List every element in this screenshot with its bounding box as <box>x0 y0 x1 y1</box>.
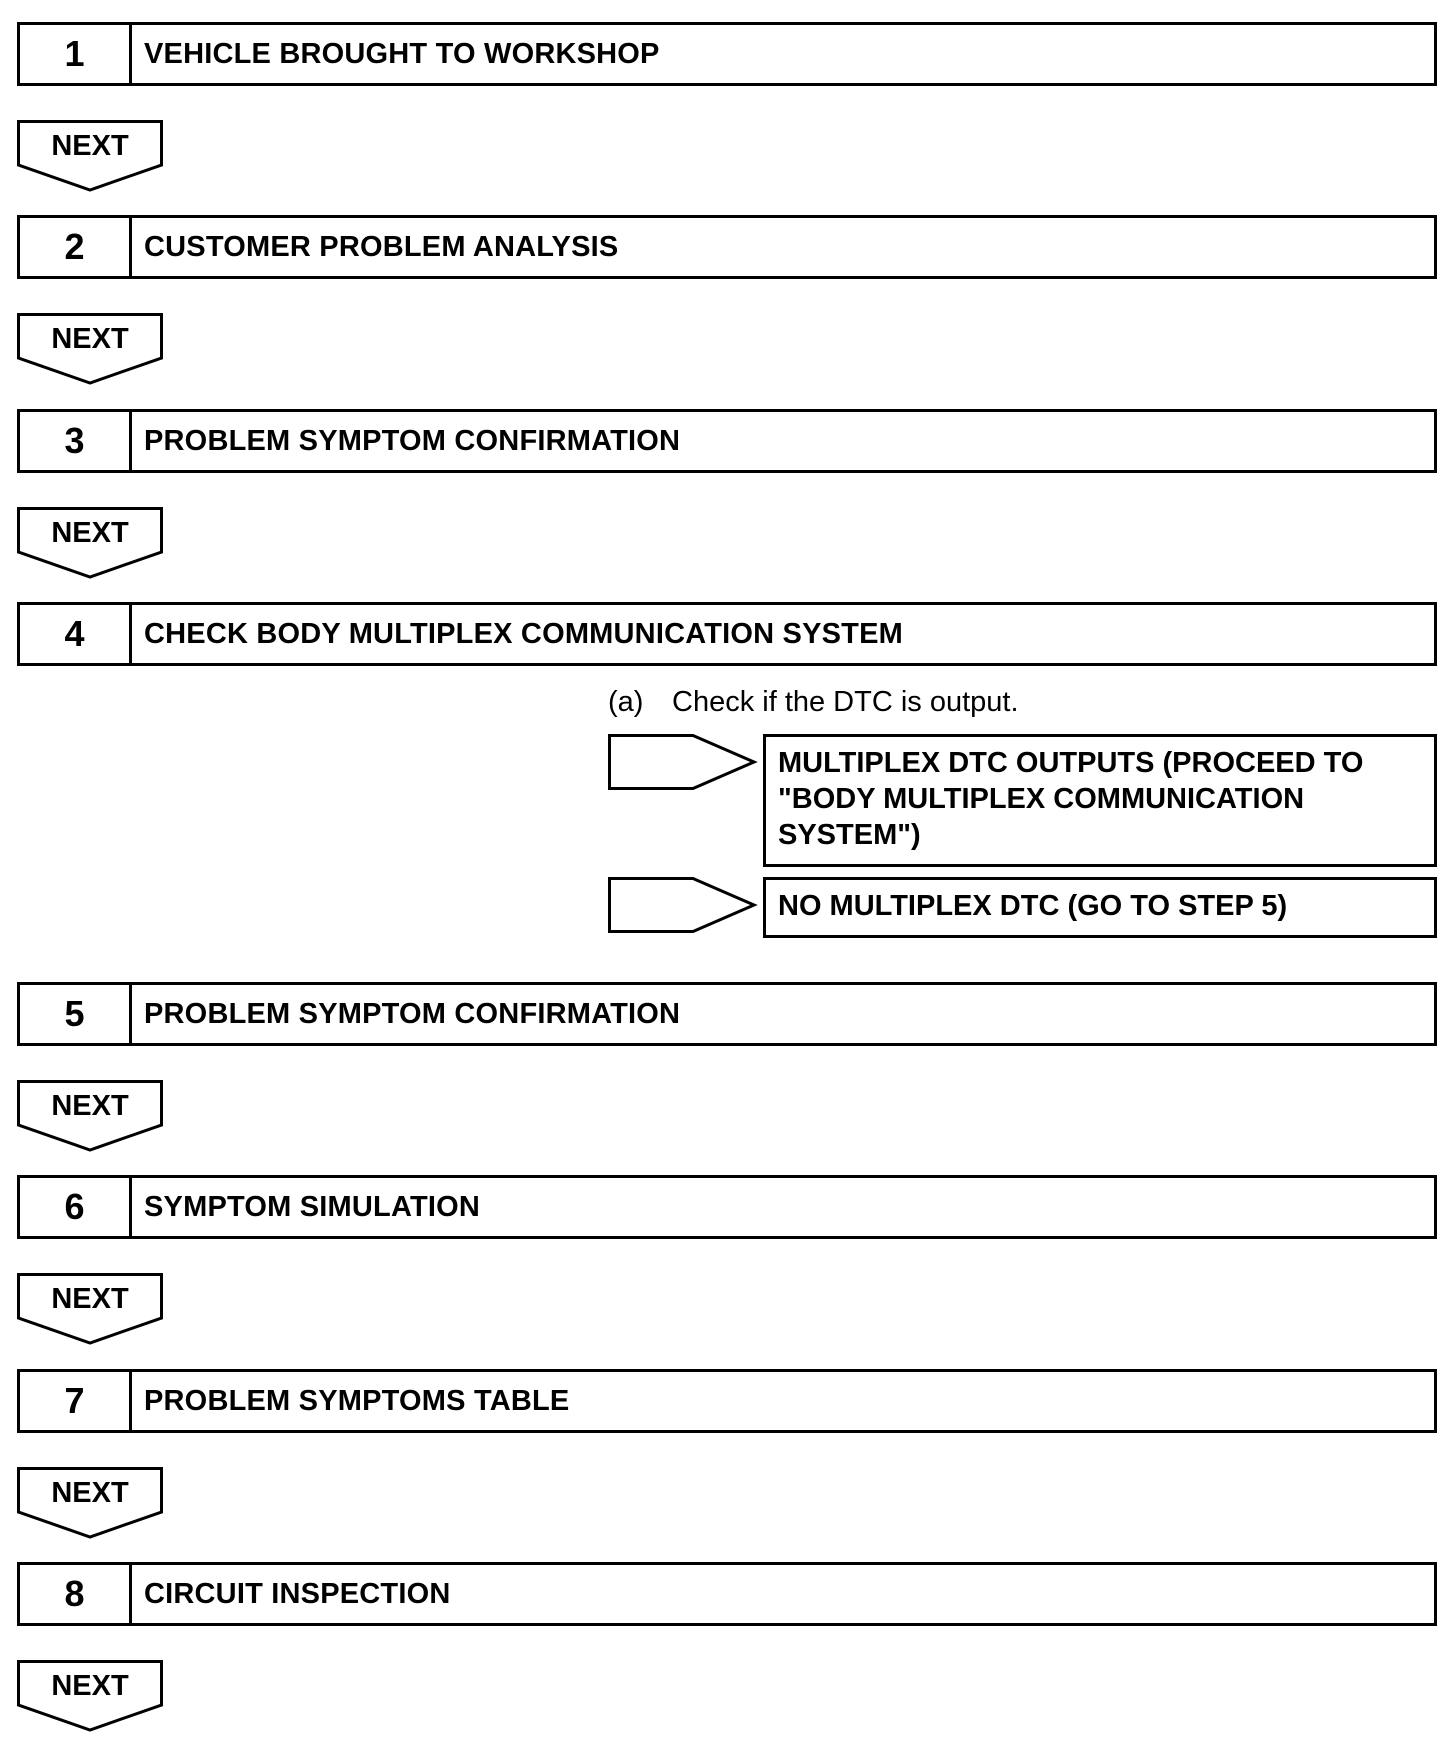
next-arrow-5: NEXT <box>17 1080 163 1154</box>
next-label: NEXT <box>51 1283 129 1315</box>
step-number: 7 <box>20 1372 132 1430</box>
step-8-box: 8 CIRCUIT INSPECTION <box>17 1562 1437 1626</box>
next-arrow-6: NEXT <box>17 1273 163 1347</box>
result-dtc-outputs: MULTIPLEX DTC OUTPUTS (PROCEED TO "BODY … <box>763 734 1437 867</box>
step-title: CHECK BODY MULTIPLEX COMMUNICATION SYSTE… <box>144 617 903 650</box>
step-number: 2 <box>20 218 132 276</box>
step-7-box: 7 PROBLEM SYMPTOMS TABLE <box>17 1369 1437 1433</box>
next-arrow-1: NEXT <box>17 120 163 194</box>
step-number: 6 <box>20 1178 132 1236</box>
next-label: NEXT <box>51 1670 129 1702</box>
step-title: CUSTOMER PROBLEM ANALYSIS <box>144 230 619 263</box>
substep-text: Check if the DTC is output. <box>672 686 1019 718</box>
step-number: 1 <box>20 25 132 83</box>
next-arrow-3: NEXT <box>17 507 163 581</box>
substep-marker: (a) <box>608 686 644 718</box>
step-title: PROBLEM SYMPTOMS TABLE <box>144 1384 570 1417</box>
step-number: 3 <box>20 412 132 470</box>
step-number: 4 <box>20 605 132 663</box>
step-number: 8 <box>20 1565 132 1623</box>
step-number: 5 <box>20 985 132 1043</box>
result-arrow-1 <box>608 734 758 795</box>
step-6-box: 6 SYMPTOM SIMULATION <box>17 1175 1437 1239</box>
next-label: NEXT <box>51 130 129 162</box>
step-4-box: 4 CHECK BODY MULTIPLEX COMMUNICATION SYS… <box>17 602 1437 666</box>
result-arrow-2 <box>608 877 758 938</box>
step-title: PROBLEM SYMPTOM CONFIRMATION <box>144 424 681 457</box>
next-arrow-8: NEXT <box>17 1660 163 1734</box>
next-label: NEXT <box>51 1477 129 1509</box>
step-5-box: 5 PROBLEM SYMPTOM CONFIRMATION <box>17 982 1437 1046</box>
result-no-dtc: NO MULTIPLEX DTC (GO TO STEP 5) <box>763 877 1437 938</box>
step-title: VEHICLE BROUGHT TO WORKSHOP <box>144 37 660 70</box>
step-3-box: 3 PROBLEM SYMPTOM CONFIRMATION <box>17 409 1437 473</box>
step-title: PROBLEM SYMPTOM CONFIRMATION <box>144 997 681 1030</box>
step-title: CIRCUIT INSPECTION <box>144 1577 451 1610</box>
step-2-box: 2 CUSTOMER PROBLEM ANALYSIS <box>17 215 1437 279</box>
step-4-check-instruction: (a) Check if the DTC is output. <box>608 686 1019 719</box>
next-arrow-7: NEXT <box>17 1467 163 1541</box>
next-label: NEXT <box>51 1090 129 1122</box>
step-title: SYMPTOM SIMULATION <box>144 1190 481 1223</box>
next-label: NEXT <box>51 323 129 355</box>
next-arrow-2: NEXT <box>17 313 163 387</box>
step-1-box: 1 VEHICLE BROUGHT TO WORKSHOP <box>17 22 1437 86</box>
next-label: NEXT <box>51 517 129 549</box>
